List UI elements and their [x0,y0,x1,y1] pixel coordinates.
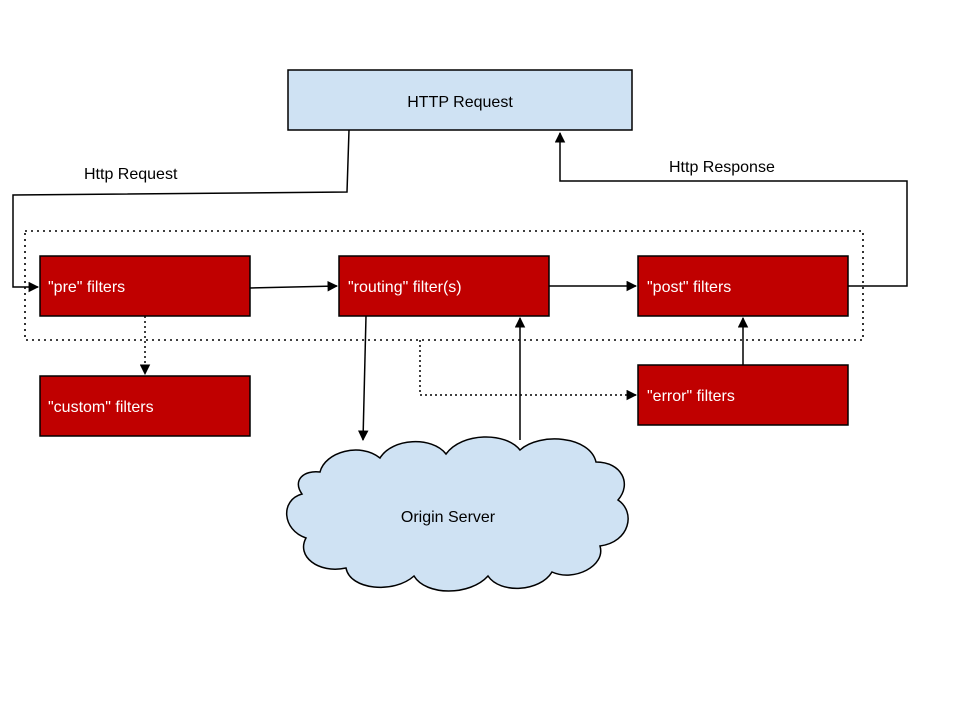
request-to-pre-edge [12,129,350,293]
post-filters-label: "post" filters [647,279,731,296]
error-filters-node: "error" filters [637,364,849,426]
post-filters-box [637,255,849,317]
http-request-node: HTTP Request [287,69,633,131]
routing-to-origin-edge [357,315,369,442]
http-request-box [287,69,633,131]
pre-filters-node: "pre" filters [39,255,251,317]
routing-filters-node: "routing" filter(s) [338,255,550,317]
routing-filters-box [338,255,550,317]
chain-to-error-edge [419,340,638,401]
origin-server-node: Origin Server [285,436,629,592]
pre-filters-box [39,255,251,317]
custom-filters-label: "custom" filters [48,399,154,416]
post-to-response-edge [554,131,908,287]
http-request-edge-label: Http Request [84,166,178,183]
error-filters-box [637,364,849,426]
origin-server-cloud [285,436,629,592]
post-filters-node: "post" filters [637,255,849,317]
pre-to-routing-edge [249,280,339,292]
http-response-edge-label: Http Response [669,159,775,176]
error-filters-label: "error" filters [647,388,735,405]
pre-filters-label: "pre" filters [48,279,125,296]
custom-filters-box [39,375,251,437]
http-request-label: HTTP Request [407,94,513,111]
origin-server-label: Origin Server [401,509,496,526]
custom-filters-node: "custom" filters [39,375,251,437]
routing-filters-label: "routing" filter(s) [348,279,462,296]
